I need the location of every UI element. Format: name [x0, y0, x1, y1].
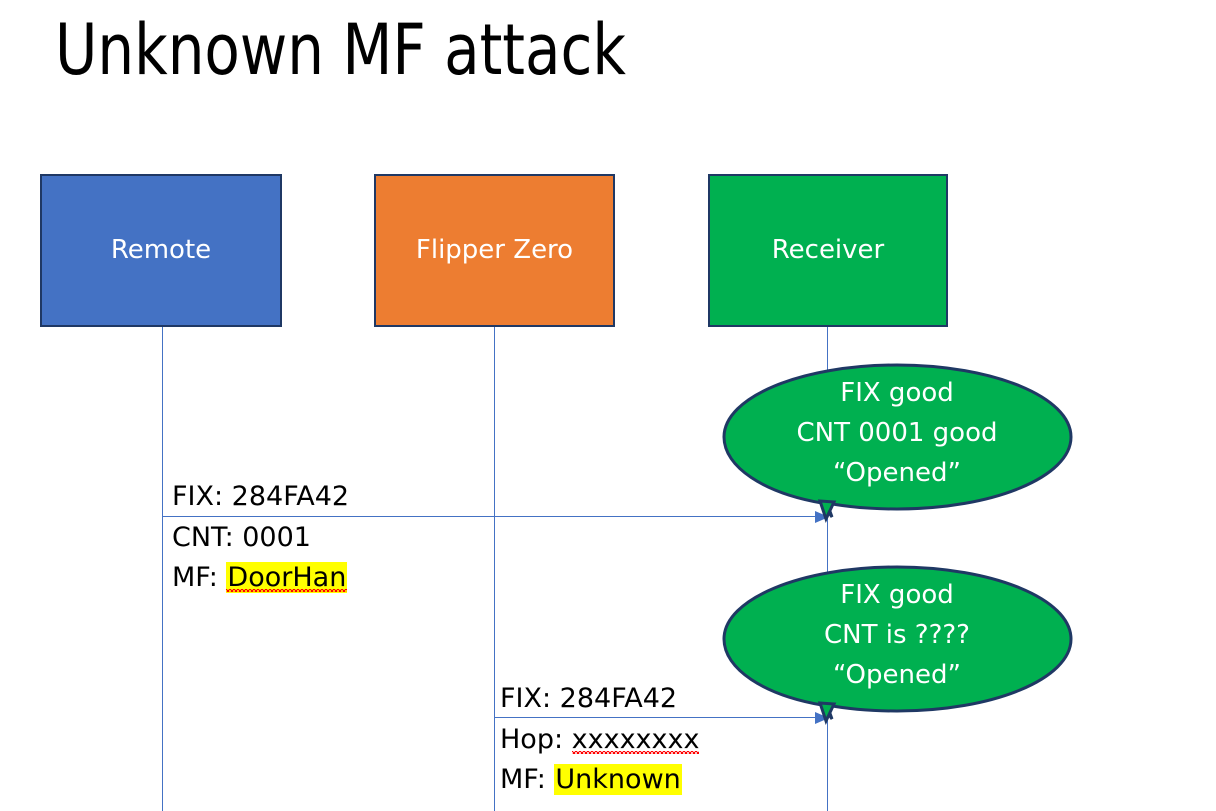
message-2-line-mf: MF: Unknown	[500, 760, 699, 800]
message-2-mf-value: Unknown	[554, 764, 682, 795]
callout-shape-1	[722, 363, 1073, 524]
message-2-hop-value: xxxxxxxx	[571, 724, 700, 755]
message-1-mf-value: DoorHan	[226, 562, 348, 593]
actor-label-remote: Remote	[110, 234, 212, 265]
message-1-cnt-text: CNT: 0001	[172, 522, 311, 553]
actor-box-flipper[interactable]: Flipper Zero	[374, 174, 615, 327]
message-2-mf-prefix: MF:	[500, 764, 555, 795]
message-2-hop-prefix: Hop:	[500, 724, 572, 755]
callout-balloon-2[interactable]: FIX good CNT is ???? “Opened”	[722, 565, 1074, 726]
message-1-line-fix: FIX: 284FA42	[172, 477, 349, 517]
actor-label-flipper: Flipper Zero	[415, 234, 574, 265]
message-2-fix-text: FIX: 284FA42	[500, 683, 678, 714]
callout-shape-2	[722, 565, 1073, 726]
page-title: Unknown MF attack	[55, 9, 626, 91]
lifeline-receiver	[827, 327, 828, 811]
actor-box-receiver[interactable]: Receiver	[708, 174, 948, 327]
message-2-detail-block: Hop: xxxxxxxx MF: Unknown	[500, 720, 699, 800]
actor-box-remote[interactable]: Remote	[40, 174, 282, 327]
callout-balloon-1[interactable]: FIX good CNT 0001 good “Opened”	[722, 363, 1074, 524]
message-1-line-cnt: CNT: 0001	[172, 518, 347, 558]
message-1-mf-prefix: MF:	[172, 562, 227, 593]
message-2-line-fix: FIX: 284FA42	[500, 679, 677, 719]
message-1-fix-text: FIX: 284FA42	[172, 481, 350, 512]
message-1-line-mf: MF: DoorHan	[172, 558, 348, 598]
message-2-line-hop: Hop: xxxxxxxx	[500, 720, 699, 760]
actor-label-receiver: Receiver	[771, 234, 885, 265]
lifeline-remote	[162, 327, 163, 811]
message-1-detail-block: CNT: 0001 MF: DoorHan	[172, 518, 348, 598]
lifeline-flipper	[494, 327, 495, 811]
